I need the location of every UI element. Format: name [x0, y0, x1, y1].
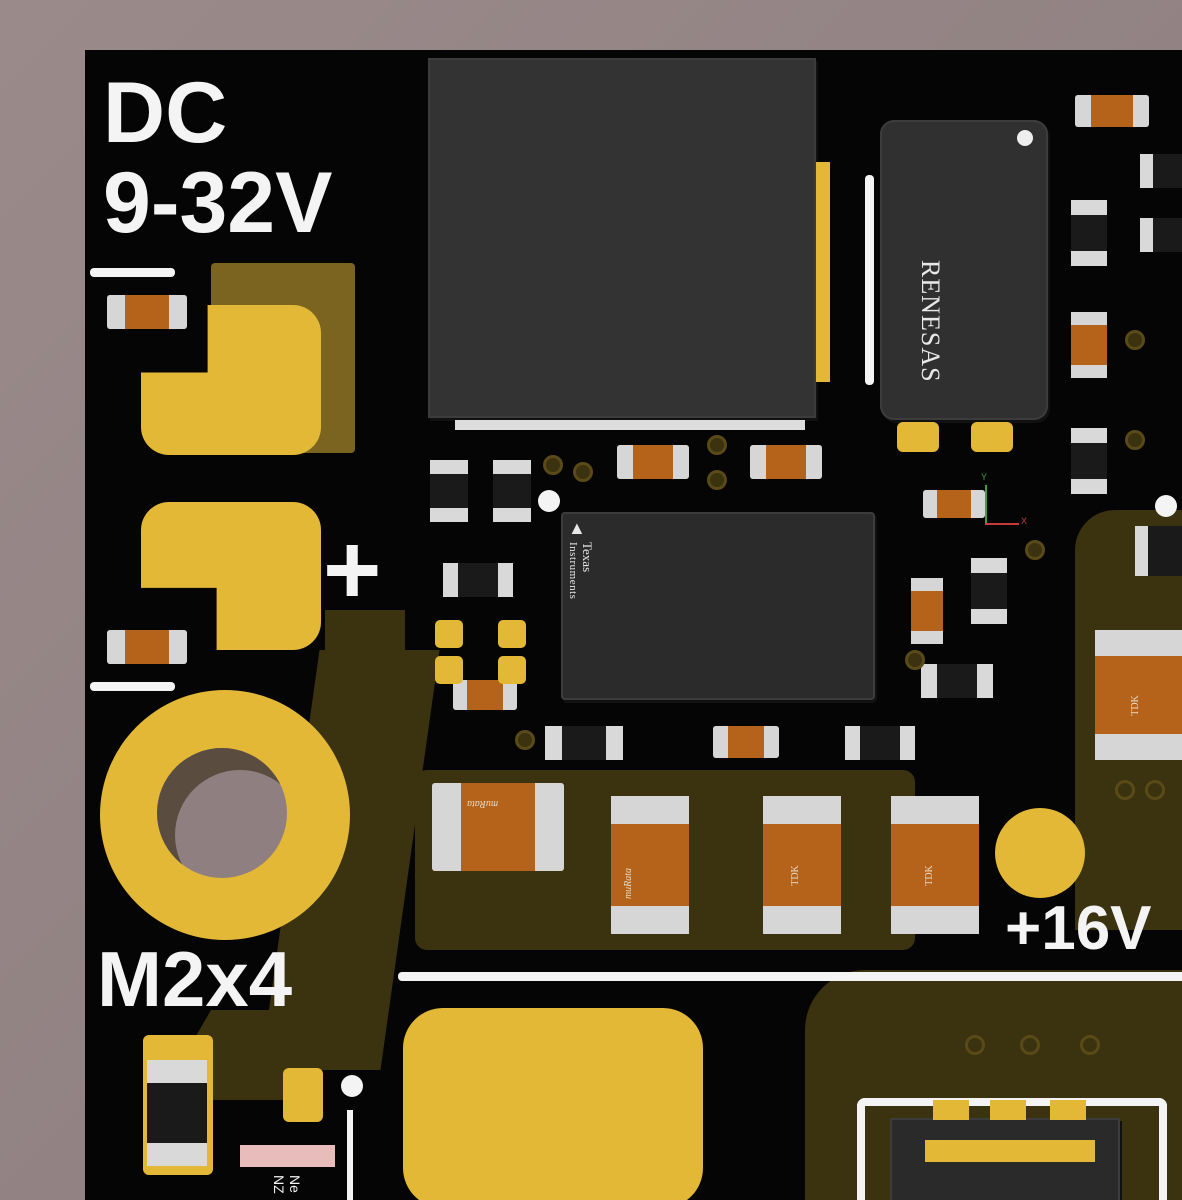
ti-brand-line1: Texas: [580, 542, 595, 573]
via-13: [1020, 1035, 1040, 1055]
renesas-brand: RENESAS: [916, 260, 945, 383]
resistor-r4: [545, 726, 623, 760]
tdk-brand-2: TDK: [923, 865, 935, 886]
capacitor-murata-2: [611, 796, 689, 934]
resistor-bottom-left: [147, 1060, 207, 1166]
capacitor-tdk-1: [763, 796, 841, 934]
via-14: [1080, 1035, 1100, 1055]
murata-brand-2: muRata: [623, 867, 635, 900]
renesas-pad-1: [897, 422, 939, 452]
ti-brand-line2: Instruments: [567, 542, 579, 600]
resistor-right-3: [1140, 154, 1182, 188]
inductor-pad-bottom: [455, 420, 805, 430]
partial-label-2: NZ: [271, 1175, 287, 1194]
plus-label: +: [323, 514, 382, 626]
silk-divider-line: [398, 972, 1182, 981]
axis-x-label: X: [1021, 516, 1028, 526]
via-1: [707, 435, 727, 455]
capacitor-tdk-2: [891, 796, 979, 934]
output-voltage-label: +16V: [1005, 894, 1152, 963]
voltage-label: 9-32V: [103, 155, 333, 251]
via-12: [965, 1035, 985, 1055]
capacitor-c3: [453, 680, 517, 710]
via-10: [1125, 330, 1145, 350]
capacitor-input-top: [107, 295, 187, 329]
resistor-right-1: [1071, 200, 1107, 266]
connector-pin-1: [933, 1100, 969, 1120]
tdk-brand-1: TDK: [789, 865, 801, 886]
silk-dot-2: [341, 1075, 363, 1097]
connector-strip: [925, 1140, 1095, 1162]
input-pad-positive: [141, 502, 321, 650]
pad-small-4: [498, 656, 526, 684]
via-4: [573, 462, 593, 482]
test-point-16v: [995, 808, 1085, 898]
connector-pin-3: [1050, 1100, 1086, 1120]
capacitor-c4: [713, 726, 779, 758]
axis-indicator: Y X: [981, 472, 1027, 526]
via-6: [905, 650, 925, 670]
polarity-minus-top: [90, 268, 175, 277]
partial-label-1: Ne: [287, 1175, 303, 1193]
ti-controller-ic: [561, 512, 875, 700]
resistor-right-4: [1140, 218, 1182, 252]
silk-line-inductor: [865, 175, 874, 385]
capacitor-input-bottom: [107, 630, 187, 664]
polarity-minus-bottom: [90, 682, 175, 691]
silk-dot-1: [538, 490, 560, 512]
mounting-hole: [157, 748, 287, 878]
large-bottom-pad: [403, 1008, 703, 1200]
via-9: [1145, 780, 1165, 800]
ti-logo-icon: ▲: [568, 518, 586, 538]
capacitor-c1: [617, 445, 689, 479]
pad-bottom-small: [283, 1068, 323, 1122]
resistor-r1: [430, 460, 468, 522]
resistor-right-5: [1135, 526, 1182, 576]
trace-upper-left: [325, 610, 405, 670]
capacitor-murata-1: [432, 783, 565, 871]
connector-pin-2: [990, 1100, 1026, 1120]
capacitor-c2: [750, 445, 822, 479]
resistor-r6: [971, 558, 1007, 624]
murata-brand-1: muRata: [467, 798, 499, 809]
via-3: [543, 455, 563, 475]
via-7: [1025, 540, 1045, 560]
silk-line-bottom-left: [347, 1110, 353, 1200]
renesas-pad-2: [971, 422, 1013, 452]
resistor-r7: [921, 664, 993, 698]
pink-label-strip: [240, 1145, 335, 1167]
tdk-brand-3: TDK: [1129, 695, 1141, 716]
resistor-r5: [845, 726, 915, 760]
mount-label: M2x4: [97, 935, 293, 1023]
via-2: [707, 470, 727, 490]
capacitor-right-2: [1071, 312, 1107, 378]
inductor-pad-side: [816, 162, 830, 382]
resistor-r2: [493, 460, 531, 522]
capacitor-c5: [911, 578, 943, 644]
renesas-ic: [880, 120, 1048, 420]
capacitor-tdk-3: [1095, 630, 1182, 760]
resistor-r3: [443, 563, 513, 597]
pad-small-3: [435, 656, 463, 684]
pad-small-1: [435, 620, 463, 648]
pad-small-2: [498, 620, 526, 648]
dc-label: DC: [103, 65, 228, 161]
power-inductor: [428, 58, 816, 418]
capacitor-right-1: [1075, 95, 1149, 127]
axis-y-label: Y: [981, 472, 988, 482]
via-5: [515, 730, 535, 750]
via-11: [1125, 430, 1145, 450]
pcb-board: DC 9-32V + M2x4 +16V RENESAS ▲ Texas Ins…: [85, 50, 1182, 1200]
via-8: [1115, 780, 1135, 800]
resistor-right-2: [1071, 428, 1107, 494]
silk-dot-3: [1155, 495, 1177, 517]
capacitor-c6: [923, 490, 985, 518]
renesas-pin1-dot: [1017, 130, 1033, 146]
